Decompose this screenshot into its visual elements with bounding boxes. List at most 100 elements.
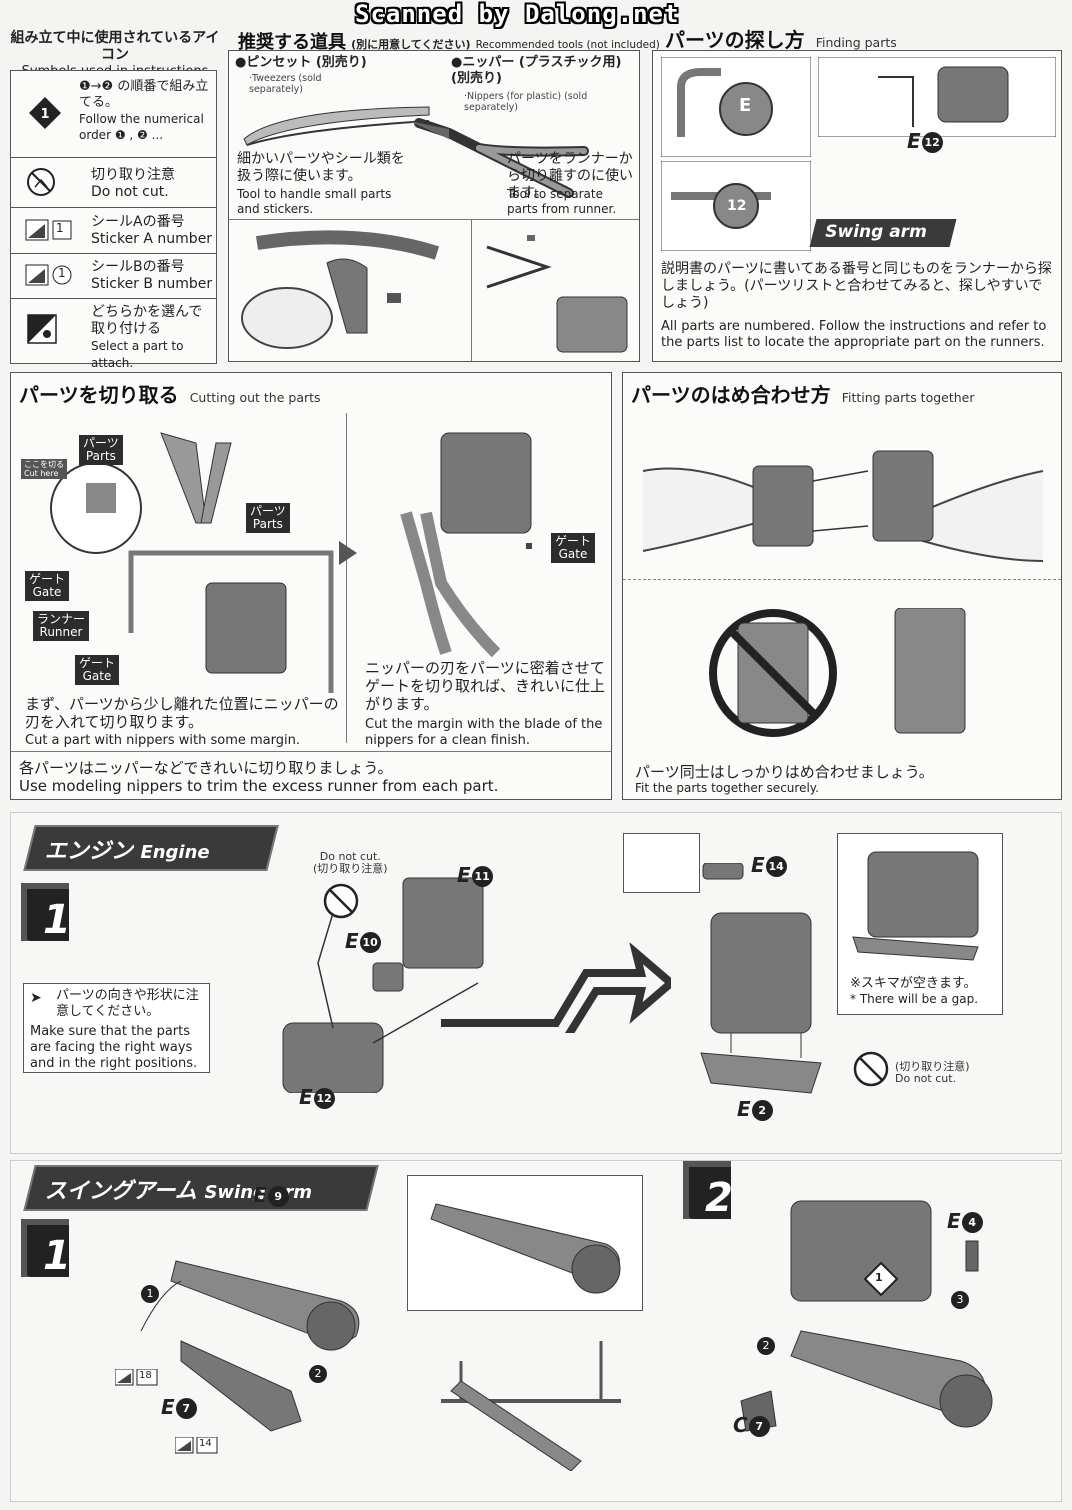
tools-title-jp: 推奨する道具 (238, 32, 346, 53)
engine-note-box: ➤ パーツの向きや形状に注意してください。 Make sure that the… (23, 983, 210, 1073)
engine-banner-en: Engine (140, 842, 210, 863)
wrong-fit-illustration (709, 609, 837, 737)
nippers-name-en: ·Nippers (for plastic) (sold separately) (464, 91, 588, 113)
engine-gap-box: ※スキマが空きます。 * There will be a gap. (837, 833, 1003, 1015)
fitting-desc-en: Fit the parts together securely. (635, 781, 819, 795)
sticker-14-icon (174, 1436, 219, 1459)
swingarm-step1-number: 1 (43, 1233, 71, 1279)
nippers-desc-en: Tool to separate parts from runner. (507, 187, 617, 216)
e10-number: 10 (359, 932, 381, 953)
symbol-row-2-jp: 切り取り注意 (91, 167, 175, 183)
cutting-step1-en: Cut a part with nippers with some margin… (25, 733, 300, 748)
engine-do-not-cut-1: Do not cut. (切り取り注意) (313, 851, 388, 875)
finding-banner: Swing arm (809, 219, 957, 247)
parts-label-1-en: Parts (85, 449, 116, 463)
do-not-cut-icon (323, 883, 359, 919)
swingarm-detail-box (407, 1175, 643, 1311)
scan-watermark: Scanned by Dalong.net (355, 0, 680, 28)
tweezers-usage-illustration (241, 230, 440, 349)
nippers-desc-jp: パーツをランナーから切り離すのに使います。 (507, 151, 633, 201)
swingarm-step2-order-2: 2 (757, 1337, 775, 1355)
runner-label-en: Runner (39, 625, 83, 639)
tweezers-desc-jp: 細かいパーツやシール類を扱う際に使います。 (237, 151, 405, 184)
symbol-row-4-en: Sticker B number (91, 276, 213, 292)
runner-tag-illustration (661, 57, 811, 157)
engine-dnc1-en: Do not cut. (319, 850, 381, 863)
e10-letter: E (345, 929, 359, 953)
cut-here-en: Cut here (24, 469, 59, 478)
finding-title: パーツの探し方 Finding parts (665, 24, 897, 53)
cutting-step1-jp: まず、パーツから少し離れた位置にニッパーの刃を入れて切り取ります。 (25, 695, 339, 731)
swingarm-step2-illustration (740, 1200, 993, 1432)
engine-flow-arrow (441, 943, 671, 1033)
e12-number: 12 (313, 1088, 335, 1109)
engine-do-not-cut-2: (切り取り注意) Do not cut. (895, 1061, 970, 1085)
e4-number: 4 (961, 1212, 983, 1233)
e14-letter: E (751, 853, 765, 877)
engine-banner-jp: エンジン (44, 839, 133, 864)
symbol-row-5-en: Select a part to attach. (91, 339, 184, 370)
swingarm-order-2: 2 (309, 1365, 327, 1383)
runner-tag-number: 12 (727, 198, 747, 214)
sticker-18-number: 18 (139, 1370, 152, 1381)
fitting-hands-illustration (642, 450, 1044, 562)
cut-here-jp: ここを切る (24, 460, 64, 469)
e2-number: 2 (751, 1100, 773, 1121)
fitting-desc-jp: パーツ同士はしっかりはめ合わせましょう。 (635, 763, 934, 781)
nippers-usage-illustration (486, 235, 628, 353)
tweezers-illustration (243, 106, 430, 146)
fitting-panel: パーツのはめ合わせ方 Fitting parts together パーツ同士は… (622, 372, 1062, 800)
tools-title: 推奨する道具 (別に用意してください) Recommended tools (n… (238, 28, 660, 54)
c7-letter: C (733, 1413, 748, 1437)
gate-label-1-jp: ゲート (29, 572, 66, 586)
e12-letter: E (299, 1085, 313, 1109)
engine-dnc1-jp: (切り取り注意) (313, 862, 388, 875)
symbol-row-5-jp: どちらかを選んで取り付ける (91, 304, 203, 337)
symbol-row-4-jp: シールBの番号 (91, 259, 185, 275)
finding-banner-text: Swing arm (825, 222, 927, 242)
gate-label-2-jp: ゲート (79, 656, 116, 670)
runner-label-jp: ランナー (37, 612, 86, 626)
gate-label-2-en: Gate (82, 669, 112, 683)
engine-gap-en: * There will be a gap. (850, 992, 979, 1006)
e7-number: 7 (175, 1398, 197, 1419)
do-not-cut-icon (26, 167, 56, 197)
cutting-step1-illustration (50, 432, 334, 693)
finding-desc-en: All parts are numbered. Follow the instr… (661, 319, 1047, 350)
select-part-icon (27, 314, 57, 344)
swingarm-step1-illustration (140, 1260, 360, 1432)
sticker-14-number: 14 (199, 1438, 212, 1449)
swingarm-order-1: 1 (141, 1285, 159, 1303)
finding-part-letter: E (907, 129, 921, 153)
e2-letter: E (737, 1097, 751, 1121)
swingarm-step2-badge (683, 1161, 731, 1219)
swingarm-chain-illustration (441, 1341, 621, 1471)
fitting-title-jp: パーツのはめ合わせ方 (631, 383, 831, 407)
engine-left-assembly-illustration (282, 877, 484, 1093)
engine-dnc2-jp: (切り取り注意) (895, 1060, 970, 1073)
engine-note-jp: パーツの向きや形状に注意してください。 (56, 988, 199, 1019)
symbols-panel: 1 ❶→❷ の順番で組み立てる。 Follow the numerical or… (10, 70, 217, 370)
e9-letter: E (253, 1183, 267, 1207)
swingarm-banner: スイングアーム Swing arm (23, 1165, 379, 1211)
next-arrow-icon (339, 541, 357, 565)
finding-title-en: Finding parts (815, 35, 897, 50)
runner-number-illustration (661, 161, 811, 251)
swingarm-step1-badge (21, 1219, 69, 1277)
do-not-cut-icon (853, 1051, 889, 1087)
tools-panel: ●ピンセット (別売り) ·Tweezers (sold separately)… (228, 50, 640, 362)
engine-gap-jp: ※スキマが空きます。 (850, 976, 977, 991)
symbol-row-1-jp: ❶→❷ の順番で組み立てる。 (79, 79, 209, 110)
sticker-18-icon (114, 1368, 159, 1391)
